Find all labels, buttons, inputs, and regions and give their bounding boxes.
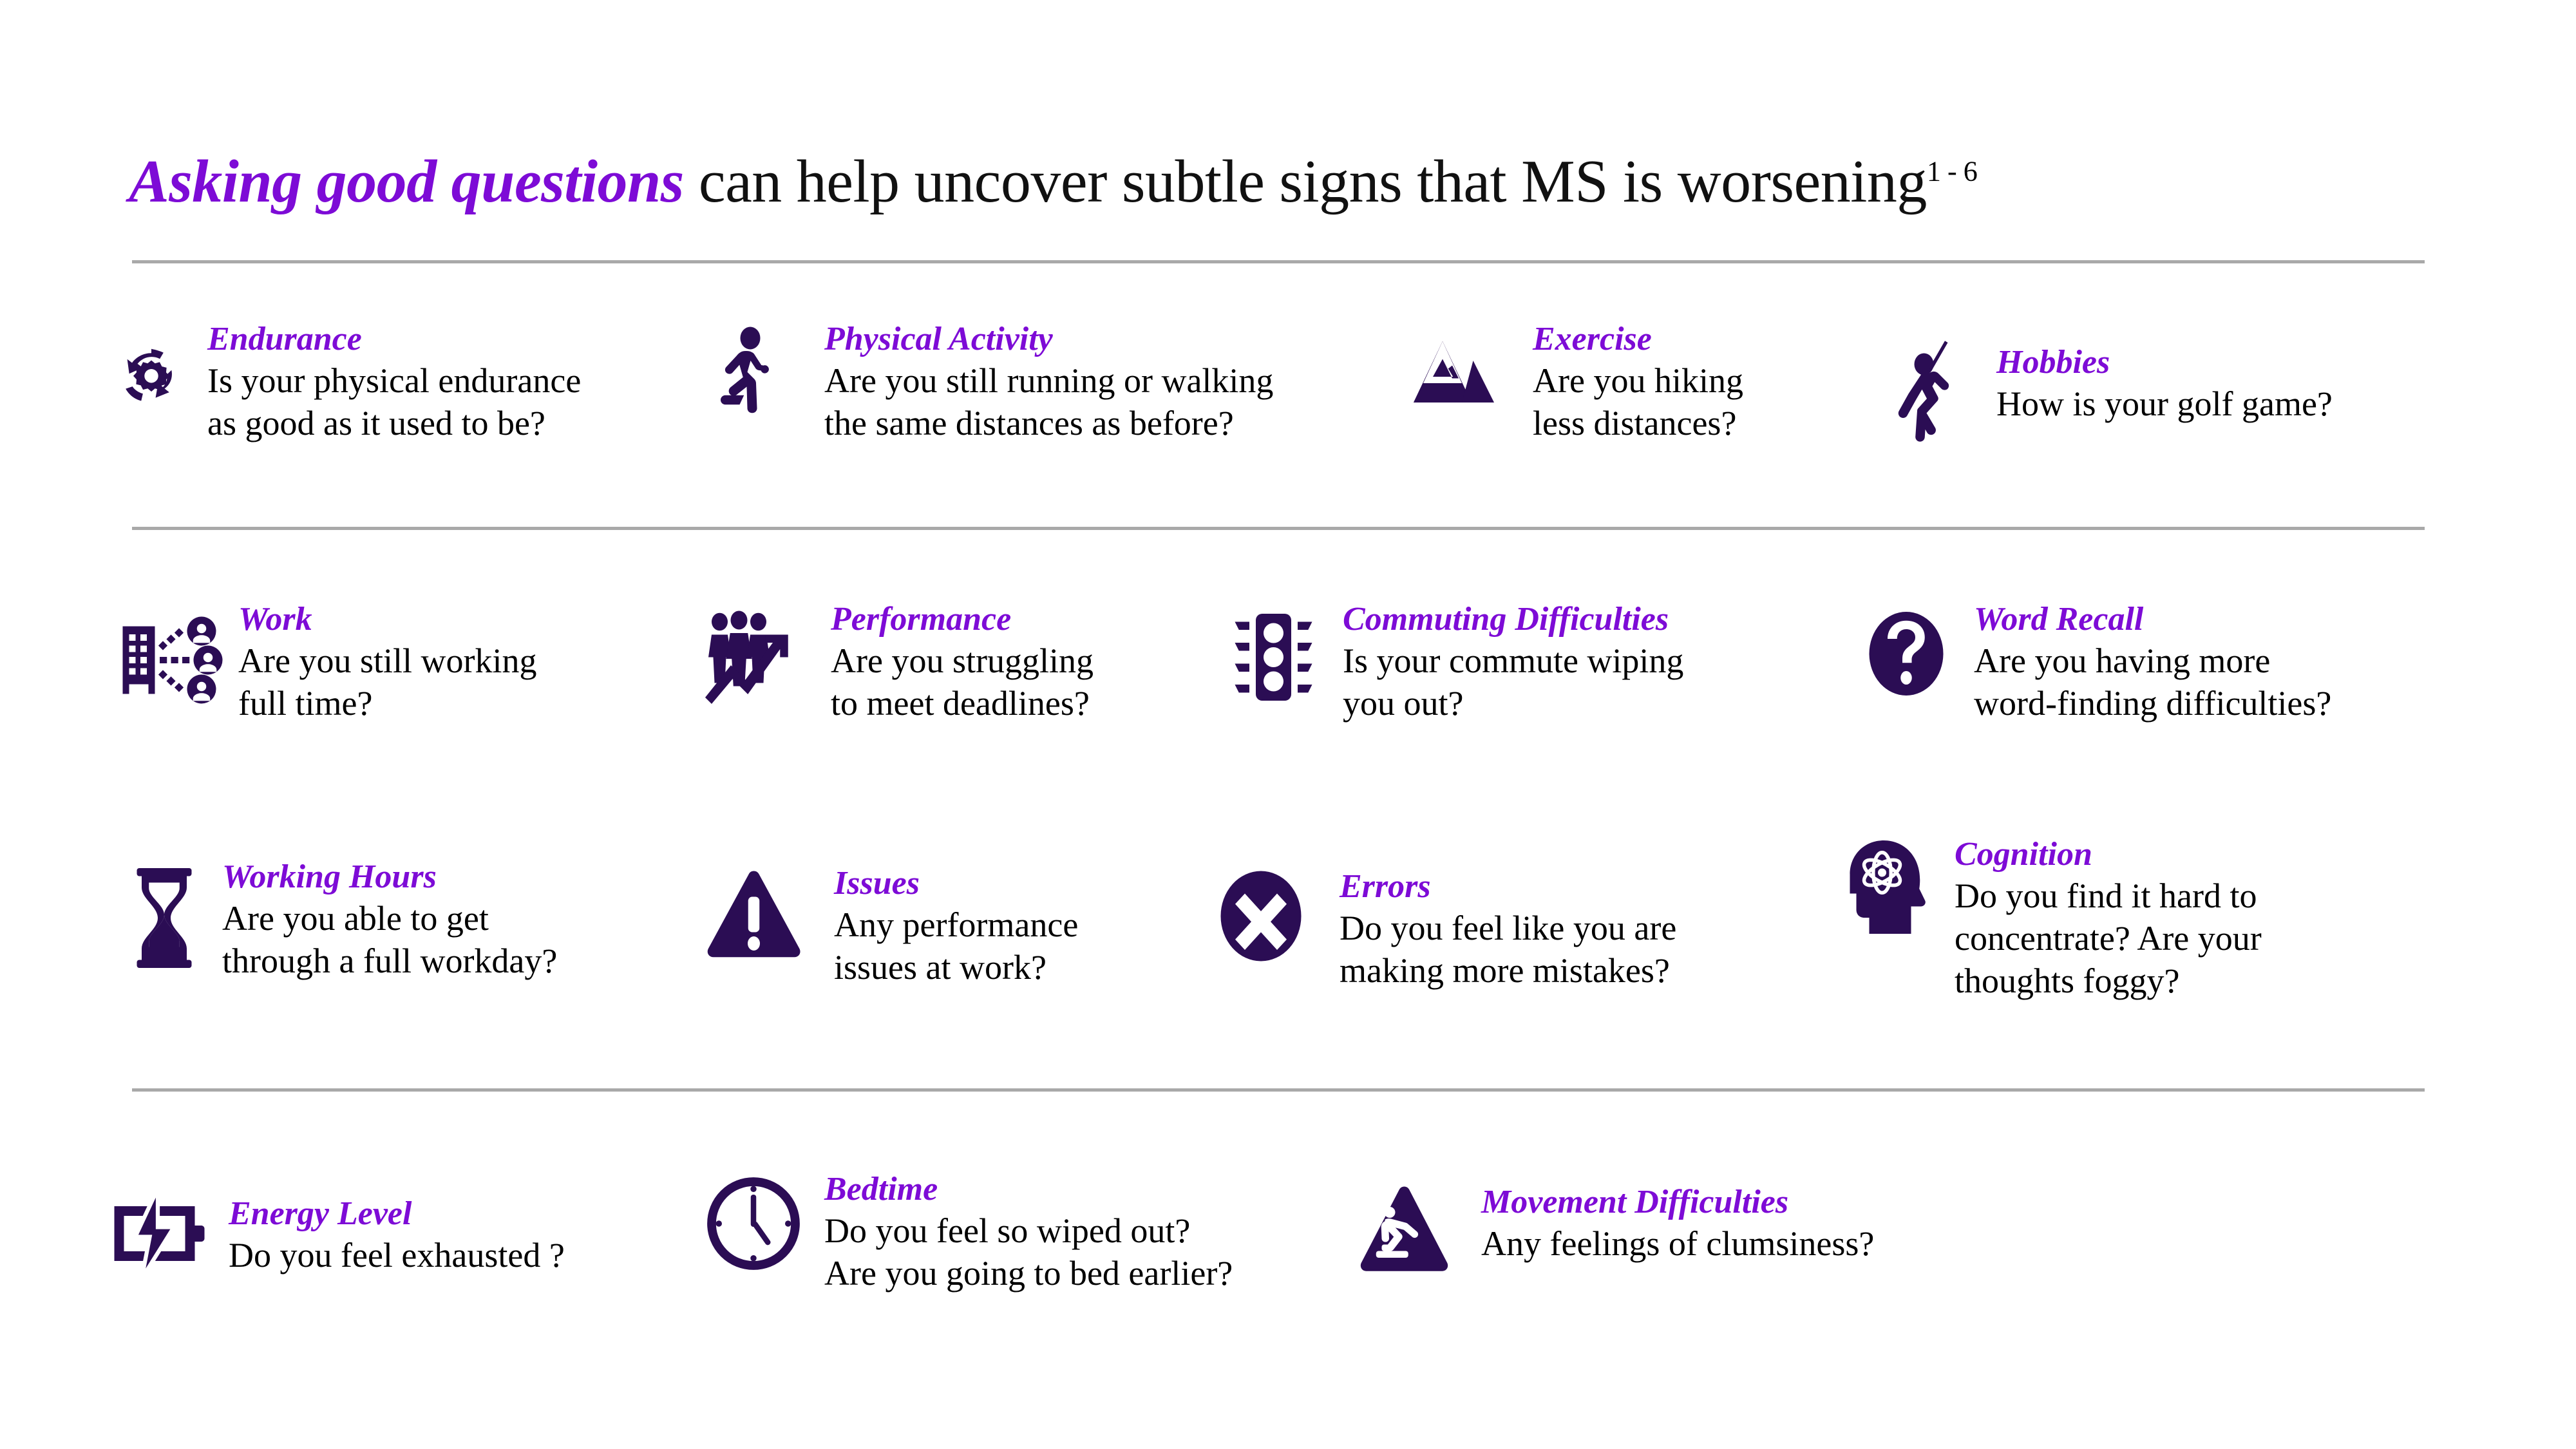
list-item-text: Performance Are you struggling to meet d… (831, 602, 1094, 725)
question-text: Are you hiking less distances? (1533, 361, 1743, 442)
page-title: Asking good questions can help uncover s… (129, 149, 2447, 215)
clock-icon (702, 1172, 805, 1275)
golfer-icon (1893, 335, 1977, 444)
category-label: Issues (834, 865, 920, 902)
category-label: Errors (1340, 868, 1431, 905)
category-label: Work (238, 601, 312, 638)
traffic-light-icon (1217, 602, 1327, 712)
list-item-text: Commuting Difficulties Is your commute w… (1343, 602, 1683, 725)
x-circle-icon (1211, 863, 1311, 969)
question-text: Do you feel like you are making more mis… (1340, 909, 1677, 990)
category-label: Endurance (207, 321, 362, 357)
question-text: How is your golf game? (1996, 384, 2333, 424)
mountains-icon (1404, 322, 1507, 419)
list-item-text: Issues Any performance issues at work? (834, 860, 1078, 989)
list-item[interactable]: Hobbies How is your golf game? (1893, 335, 2333, 444)
category-label: Cognition (1955, 836, 2092, 873)
title-rest-text: can help uncover subtle signs that MS is… (683, 148, 1927, 215)
list-item-text: Errors Do you feel like you are making m… (1340, 863, 1676, 992)
battery-bolt-icon (106, 1185, 219, 1282)
list-item-text: Energy Level Do you feel exhausted ? (229, 1185, 565, 1277)
question-text: Are you still working full time? (238, 641, 537, 723)
question-text: Are you having more word-finding difficu… (1974, 641, 2332, 723)
list-item-text: Cognition Do you find it hard to concent… (1955, 831, 2262, 1003)
list-item[interactable]: Commuting Difficulties Is your commute w… (1217, 602, 1683, 725)
question-text: Any performance issues at work? (834, 905, 1079, 987)
list-item-text: Movement Difficulties Any feelings of cl… (1481, 1179, 1874, 1265)
category-label: Word Recall (1974, 601, 2144, 638)
category-label: Exercise (1533, 321, 1652, 357)
team-growth-chart-icon (699, 602, 808, 712)
question-text: Is your commute wiping you out? (1343, 641, 1684, 723)
question-text: Do you feel so wiped out? Are you going … (824, 1211, 1233, 1293)
list-item-text: Bedtime Do you feel so wiped out? Are yo… (824, 1172, 1233, 1295)
list-item-text: Hobbies How is your golf game? (1996, 335, 2333, 426)
question-text: Is your physical endurance as good as it… (207, 361, 582, 442)
question-text: Do you feel exhausted ? (229, 1236, 565, 1275)
question-text: Any feelings of clumsiness? (1481, 1224, 1875, 1264)
list-item[interactable]: Word Recall Are you having more word-fin… (1861, 602, 2331, 725)
category-label: Bedtime (824, 1171, 938, 1208)
category-label: Performance (831, 601, 1012, 638)
list-item[interactable]: Cognition Do you find it hard to concent… (1839, 831, 2262, 1003)
office-network-icon (109, 602, 232, 712)
question-text: Are you able to get through a full workd… (222, 899, 558, 980)
category-label: Hobbies (1996, 344, 2110, 381)
gear-refresh-icon (103, 322, 200, 425)
category-label: Commuting Difficulties (1343, 601, 1669, 638)
list-item[interactable]: Working Hours Are you able to get throug… (113, 860, 557, 983)
category-label: Energy Level (229, 1195, 412, 1232)
list-item[interactable]: Issues Any performance issues at work? (699, 860, 1078, 989)
category-label: Working Hours (222, 858, 437, 895)
list-item-text: Physical Activity Are you still running … (824, 322, 1273, 445)
list-item[interactable]: Bedtime Do you feel so wiped out? Are yo… (702, 1172, 1233, 1295)
list-item-text: Word Recall Are you having more word-fin… (1974, 602, 2331, 725)
divider-top (132, 260, 2425, 263)
hourglass-icon (113, 860, 216, 976)
question-mark-circle-icon (1861, 602, 1951, 705)
divider-middle (132, 527, 2425, 530)
question-text: Are you still running or walking the sam… (824, 361, 1274, 442)
category-label: Physical Activity (824, 321, 1053, 357)
slip-hazard-triangle-icon (1352, 1179, 1455, 1282)
warning-triangle-icon (699, 860, 808, 966)
list-item[interactable]: Energy Level Do you feel exhausted ? (106, 1185, 565, 1282)
category-label: Movement Difficulties (1481, 1184, 1789, 1220)
list-item[interactable]: Exercise Are you hiking less distances? (1404, 322, 1743, 445)
list-item[interactable]: Movement Difficulties Any feelings of cl… (1352, 1179, 1874, 1282)
list-item-text: Work Are you still working full time? (238, 602, 536, 725)
list-item[interactable]: Endurance Is your physical endurance as … (103, 322, 581, 445)
list-item[interactable]: Physical Activity Are you still running … (708, 322, 1273, 445)
list-item[interactable]: Work Are you still working full time? (109, 602, 536, 725)
list-item-text: Exercise Are you hiking less distances? (1533, 322, 1743, 445)
list-item-text: Working Hours Are you able to get throug… (222, 860, 557, 983)
list-item[interactable]: Performance Are you struggling to meet d… (699, 602, 1094, 725)
question-text: Are you struggling to meet deadlines? (831, 641, 1094, 723)
running-person-icon (708, 322, 792, 425)
list-item[interactable]: Errors Do you feel like you are making m… (1211, 863, 1676, 992)
list-item-text: Endurance Is your physical endurance as … (207, 322, 581, 445)
head-atom-icon (1839, 831, 1935, 947)
question-text: Do you find it hard to concentrate? Are … (1955, 876, 2262, 1000)
title-reference-superscript: 1 - 6 (1926, 155, 1978, 187)
divider-bottom (132, 1088, 2425, 1092)
title-accent-text: Asking good questions (129, 148, 684, 215)
